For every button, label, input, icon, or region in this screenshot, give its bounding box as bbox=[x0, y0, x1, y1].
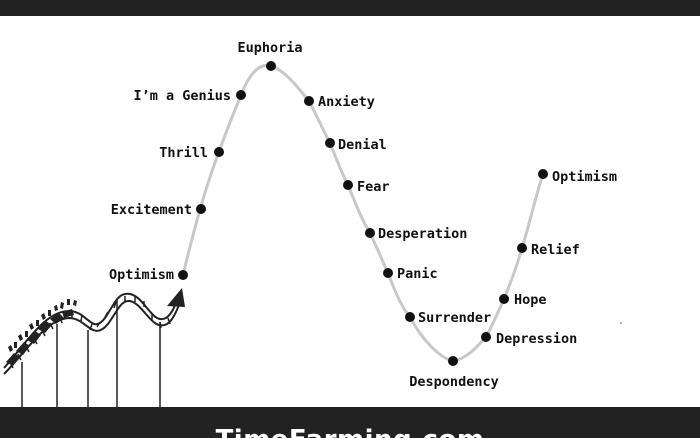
stage-label-denial: Denial bbox=[338, 137, 387, 153]
stage-label-depression: Depression bbox=[496, 331, 577, 347]
stage-dot bbox=[343, 180, 353, 190]
stage-label-anxiety: Anxiety bbox=[318, 94, 375, 110]
stage-label-genius: I’m a Genius bbox=[133, 88, 231, 104]
stage-labels: Optimism Excitement Thrill I’m a Genius … bbox=[109, 40, 617, 390]
stage-dot bbox=[266, 61, 276, 71]
stage-dots bbox=[178, 61, 548, 366]
stage-dot bbox=[405, 312, 415, 322]
stage-label-fear: Fear bbox=[357, 179, 390, 195]
stage-label-optimism-start: Optimism bbox=[109, 267, 174, 283]
stage-label-desperation: Desperation bbox=[378, 226, 467, 242]
stage-label-relief: Relief bbox=[531, 242, 580, 258]
stage-dot bbox=[214, 147, 224, 157]
stage-label-optimism-end: Optimism bbox=[552, 169, 617, 185]
stage-label-hope: Hope bbox=[514, 292, 547, 308]
stage-label-thrill: Thrill bbox=[159, 145, 208, 161]
stage-dot bbox=[178, 270, 188, 280]
stray-mark bbox=[620, 322, 622, 324]
stage-label-surrender: Surrender bbox=[418, 310, 491, 326]
stage-dot bbox=[196, 204, 206, 214]
stage-dot bbox=[538, 169, 548, 179]
stage-dot bbox=[304, 96, 314, 106]
footer-bar: TimeFarming.com bbox=[0, 407, 700, 438]
stage-label-excitement: Excitement bbox=[111, 202, 192, 218]
stage-dot bbox=[325, 138, 335, 148]
stage-label-despondency: Despondency bbox=[409, 374, 498, 390]
stage-dot bbox=[448, 356, 458, 366]
stage-dot bbox=[236, 90, 246, 100]
stage-label-panic: Panic bbox=[397, 266, 438, 282]
footer-site-name[interactable]: TimeFarming.com bbox=[0, 425, 700, 438]
stage-label-euphoria: Euphoria bbox=[237, 40, 302, 56]
top-bar bbox=[0, 0, 700, 16]
stage-dot bbox=[517, 243, 527, 253]
roller-coaster-icon bbox=[3, 288, 185, 407]
stage-dot bbox=[481, 332, 491, 342]
stage-dot bbox=[499, 294, 509, 304]
stage-dot bbox=[365, 228, 375, 238]
stage-dot bbox=[383, 268, 393, 278]
